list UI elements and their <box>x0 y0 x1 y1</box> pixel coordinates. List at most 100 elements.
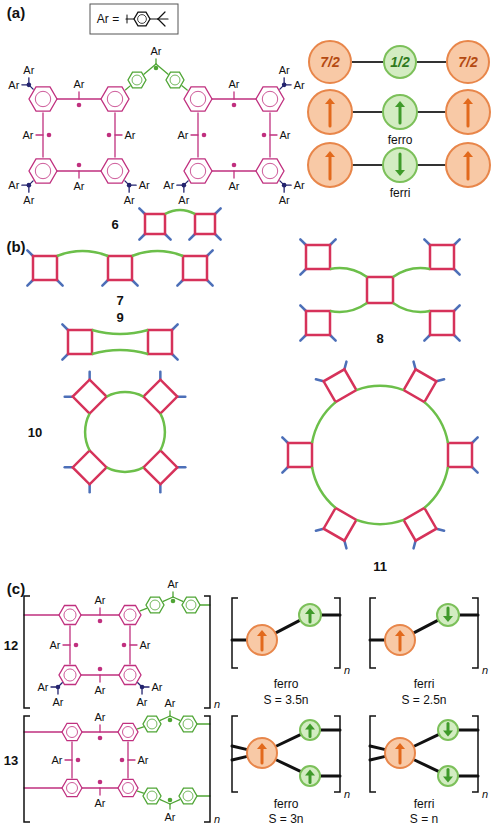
spin-arrow <box>467 156 470 179</box>
radical-dot <box>77 103 82 108</box>
arrow-head <box>305 724 315 730</box>
bond <box>24 787 62 788</box>
macrocycle-square <box>143 380 177 414</box>
macrocycle-square <box>404 369 437 402</box>
bond <box>140 608 146 611</box>
bond <box>197 795 210 796</box>
spin-value: S = 3n <box>268 813 303 825</box>
radical-dot <box>232 163 237 168</box>
benzene-ring <box>184 159 212 183</box>
linker-arc <box>107 392 144 397</box>
ar-label: Ar <box>137 755 150 766</box>
benzene-ring <box>256 87 284 111</box>
macrocycle-square <box>145 214 165 234</box>
bond <box>155 59 156 64</box>
benzene-ring <box>29 87 57 111</box>
bond <box>65 759 72 760</box>
radical-dot <box>77 163 82 168</box>
chain-line <box>370 756 385 760</box>
linker-arc <box>85 414 90 451</box>
macrocycle-square <box>367 277 393 303</box>
bond <box>78 171 79 178</box>
bond <box>36 134 43 135</box>
arrow-head <box>443 731 453 737</box>
ar-label: Ar <box>164 698 177 709</box>
linker-arc <box>92 350 148 354</box>
macrocycle-square <box>306 245 330 269</box>
ar-label: Ar <box>177 130 190 141</box>
spin-circle <box>300 720 320 740</box>
compound-number: 12 <box>4 639 18 652</box>
chain-line <box>275 620 300 633</box>
chain-line <box>414 759 439 771</box>
bond <box>24 731 62 732</box>
bond <box>130 644 137 645</box>
definition-label: Ar = <box>97 13 119 25</box>
radical-dot <box>98 780 103 785</box>
repeat-subscript: n <box>344 789 350 800</box>
bond <box>115 134 122 135</box>
linker-arc <box>107 467 144 472</box>
compound-number: 6 <box>111 218 118 231</box>
bond <box>158 18 168 19</box>
benzene-ring <box>29 159 57 183</box>
ar-label: Ar <box>167 579 180 590</box>
aromatic-circle <box>64 609 76 621</box>
aromatic-circle <box>35 91 50 106</box>
benzene-ring <box>119 666 141 685</box>
ar-label: Ar <box>123 195 136 206</box>
benzene-ring <box>166 72 184 88</box>
ar-label: Ar <box>228 79 241 90</box>
ar-label: Ar <box>73 79 86 90</box>
macrocycle-square <box>288 443 312 467</box>
repeat-subscript: n <box>482 665 488 676</box>
arrow-head <box>395 101 405 107</box>
compound-number: 9 <box>116 311 123 324</box>
ar-label: Ar <box>22 130 35 141</box>
spin-arrow <box>261 635 264 650</box>
panel-label: (c) <box>7 581 25 596</box>
radical-dot <box>182 183 187 188</box>
compound-number: 13 <box>4 754 18 767</box>
ar-label: Ar <box>278 64 291 75</box>
repeat-bracket <box>334 716 340 792</box>
ar-label: Ar <box>94 685 107 696</box>
benzene-ring <box>143 788 161 804</box>
spin-arrow <box>309 613 312 622</box>
spin-circle <box>437 604 459 626</box>
radical-dot <box>107 133 112 138</box>
spin-circle <box>299 604 321 626</box>
macrocycle-square <box>448 443 472 467</box>
radical-dot <box>74 643 79 648</box>
coupling-label: ferri <box>390 187 411 199</box>
arrow-head <box>325 98 335 104</box>
radical-dot <box>168 798 173 803</box>
arrow-head <box>395 170 405 176</box>
aromatic-circle <box>107 163 122 178</box>
macrocycle-square <box>73 450 107 484</box>
aromatic-circle <box>67 783 78 794</box>
panel-label: (b) <box>6 239 25 254</box>
benzene-ring <box>179 716 197 732</box>
spin-arrow <box>467 103 470 126</box>
ar-label: Ar <box>293 79 306 90</box>
macrocycle-square <box>68 330 92 354</box>
ar-label: Ar <box>73 181 86 192</box>
benzene-ring <box>119 606 141 625</box>
radical-dot <box>282 183 287 188</box>
spin-circle: 7/2 <box>446 40 490 84</box>
spin-circle <box>308 90 352 134</box>
radical-dot <box>122 643 127 648</box>
chain-line <box>232 639 247 642</box>
ar-label: Ar <box>94 798 107 809</box>
repeat-bracket <box>232 598 238 668</box>
spin-arrow <box>309 775 312 783</box>
chain-line <box>320 729 340 732</box>
bond <box>137 727 143 729</box>
ar-label: Ar <box>36 682 49 693</box>
spin-circle <box>438 766 458 786</box>
chain-line <box>458 775 478 778</box>
linker-arc <box>165 210 195 214</box>
bond <box>169 711 170 716</box>
arrow-head <box>325 151 335 157</box>
